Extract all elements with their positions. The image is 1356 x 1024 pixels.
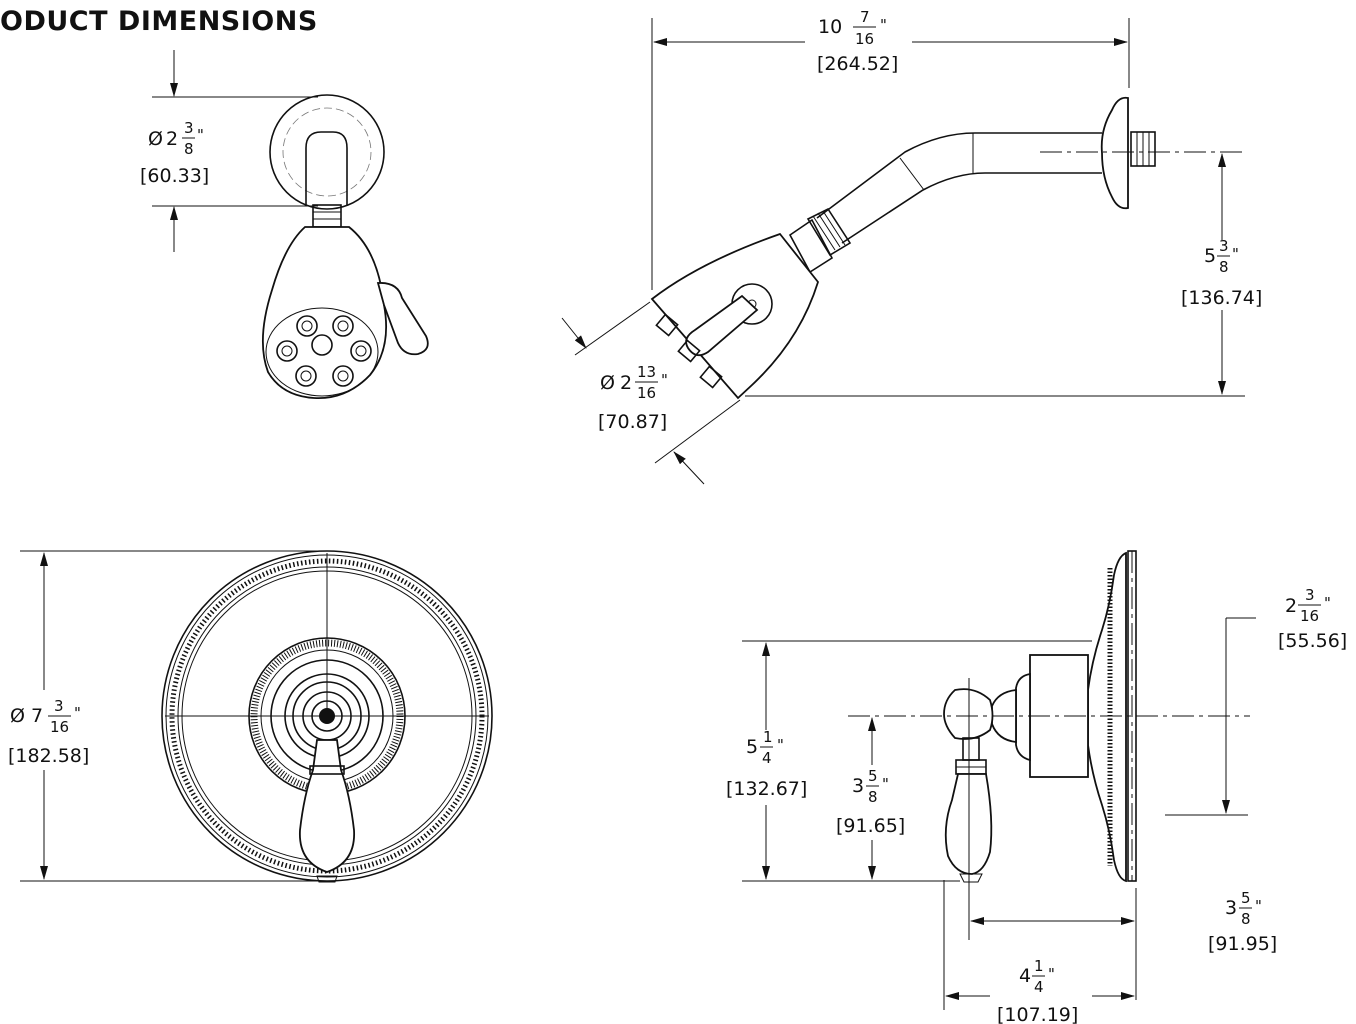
svg-text:16: 16	[637, 384, 656, 402]
svg-text:[132.67]: [132.67]	[726, 778, 807, 800]
svg-text:5: 5	[1241, 889, 1251, 907]
svg-text:2: 2	[166, 128, 178, 150]
svg-text:8: 8	[1241, 910, 1251, 928]
svg-text:Ø: Ø	[148, 128, 163, 150]
svg-text:3: 3	[54, 697, 64, 715]
section-title: ODUCT DIMENSIONS	[0, 6, 318, 37]
dim-head-drop: 5 3 8 " [136.74]	[1181, 237, 1262, 309]
dim-flange-diameter: Ø 2 3 8 " [60.33]	[140, 119, 209, 187]
svg-text:3: 3	[184, 119, 194, 137]
svg-text:[107.19]: [107.19]	[997, 1004, 1078, 1024]
svg-text:[91.65]: [91.65]	[836, 815, 905, 837]
svg-text:5: 5	[1204, 245, 1216, 267]
svg-text:2: 2	[1285, 595, 1297, 617]
svg-text:8: 8	[868, 788, 878, 806]
svg-text:3: 3	[1219, 237, 1229, 255]
svg-text:Ø: Ø	[600, 372, 615, 394]
svg-text:8: 8	[184, 140, 194, 158]
svg-text:5: 5	[746, 736, 758, 758]
svg-text:[60.33]: [60.33]	[140, 165, 209, 187]
svg-text:": "	[1255, 897, 1262, 915]
dim-head-diameter: Ø 2 13 16 " [70.87]	[598, 363, 668, 433]
showerhead-front-view: Ø 2 3 8 " [60.33]	[140, 50, 429, 400]
svg-text:4: 4	[762, 749, 772, 767]
svg-text:16: 16	[50, 718, 69, 736]
svg-text:10: 10	[818, 16, 842, 38]
svg-text:[91.95]: [91.95]	[1208, 933, 1277, 955]
svg-text:": "	[74, 704, 81, 722]
svg-text:": "	[880, 16, 887, 34]
svg-text:3: 3	[1225, 897, 1237, 919]
svg-text:16: 16	[1300, 607, 1319, 625]
dim-overall-projection: 4 1 4 " [107.19]	[997, 957, 1078, 1024]
svg-text:": "	[882, 775, 889, 793]
svg-text:5: 5	[868, 767, 878, 785]
dim-trim-projection: 3 5 8 " [91.95]	[1208, 889, 1277, 955]
svg-text:4: 4	[1034, 978, 1044, 996]
svg-text:3: 3	[1305, 586, 1315, 604]
trim-side-view: 5 1 4 " [132.67] 3 5 8 " [91.65] 2 3 16 …	[726, 550, 1347, 1024]
svg-text:[55.56]: [55.56]	[1278, 630, 1347, 652]
svg-text:[264.52]: [264.52]	[817, 53, 898, 75]
svg-text:7: 7	[860, 8, 870, 26]
dim-escutcheon-offset: 2 3 16 " [55.56]	[1278, 586, 1347, 652]
svg-text:": "	[661, 371, 668, 389]
svg-text:": "	[1048, 965, 1055, 983]
dim-arm-length: 10 7 16 " [264.52]	[817, 8, 898, 75]
svg-text:16: 16	[855, 30, 874, 48]
svg-text:Ø: Ø	[10, 705, 25, 727]
dim-handle-center: 3 5 8 " [91.65]	[836, 767, 905, 837]
svg-text:": "	[1232, 245, 1239, 263]
svg-text:3: 3	[852, 775, 864, 797]
svg-text:1: 1	[763, 728, 773, 746]
trim-front-view: Ø 7 3 16 " [182.58]	[8, 550, 493, 883]
svg-text:7: 7	[31, 705, 43, 727]
svg-text:2: 2	[620, 372, 632, 394]
svg-text:[182.58]: [182.58]	[8, 745, 89, 767]
dim-trim-diameter: Ø 7 3 16 " [182.58]	[8, 697, 89, 767]
svg-text:[136.74]: [136.74]	[1181, 287, 1262, 309]
svg-text:": "	[1324, 594, 1331, 612]
dim-trim-height: 5 1 4 " [132.67]	[726, 728, 807, 800]
svg-text:": "	[197, 126, 204, 144]
svg-text:1: 1	[1034, 957, 1044, 975]
svg-text:4: 4	[1019, 965, 1031, 987]
svg-text:13: 13	[637, 363, 656, 381]
showerhead-side-view: 10 7 16 " [264.52] 5 3 8 " [136.74] Ø 2 …	[561, 8, 1262, 485]
svg-text:": "	[777, 736, 784, 754]
svg-text:[70.87]: [70.87]	[598, 411, 667, 433]
spray-nozzles	[276, 315, 372, 387]
svg-text:8: 8	[1219, 258, 1229, 276]
